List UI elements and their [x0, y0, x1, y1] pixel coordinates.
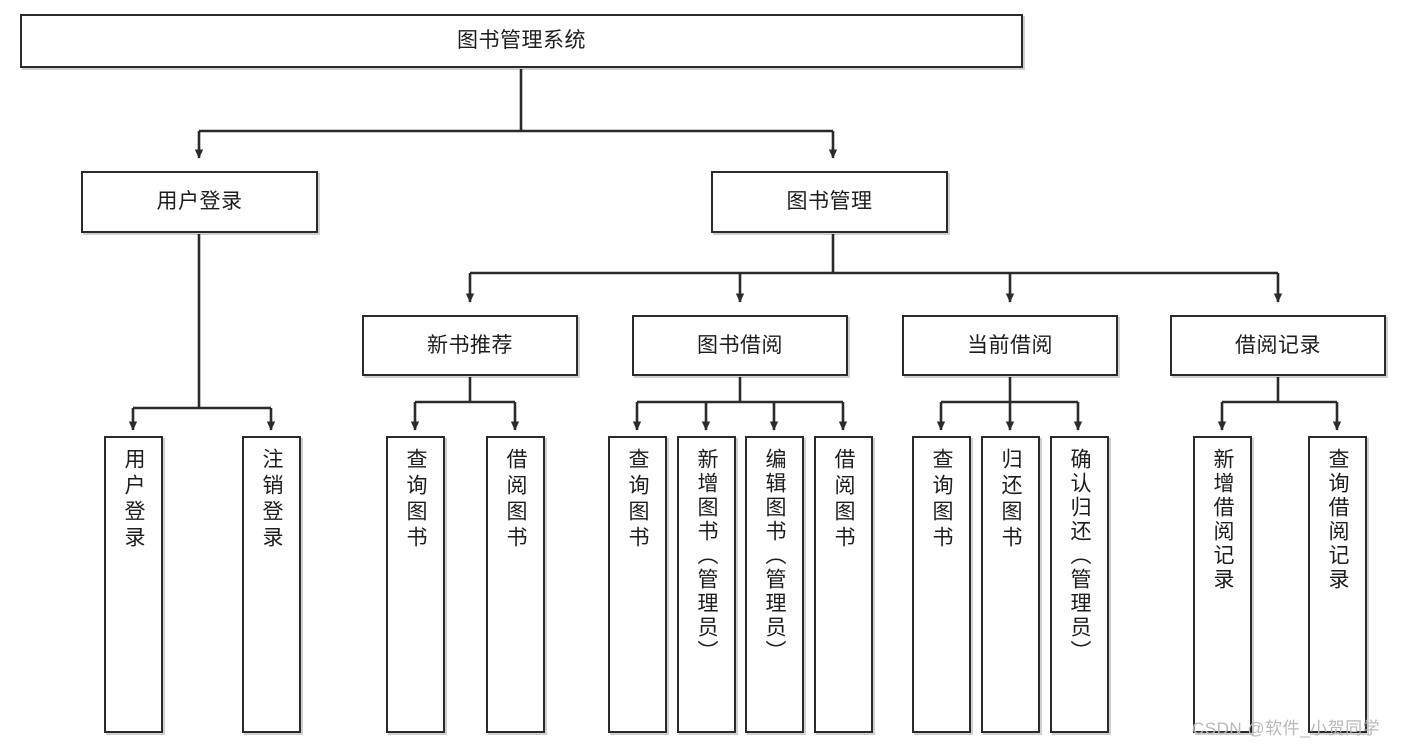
leaf-book-borrow-edit[interactable]: 编辑图书（管理员）	[745, 436, 804, 733]
leaf-user-login-logout[interactable]: 注销登录	[242, 436, 301, 733]
node-new-book-recommend[interactable]: 新书推荐	[362, 315, 578, 376]
node-book-borrow[interactable]: 图书借阅	[632, 315, 848, 376]
leaf-book-borrow-query[interactable]: 查询图书	[608, 436, 667, 733]
leaf-new-book-query-label: 查询图书	[404, 448, 427, 552]
leaf-borrow-record-add-label: 新增借阅记录	[1211, 448, 1234, 592]
node-root-label: 图书管理系统	[457, 29, 586, 53]
leaf-book-borrow-borrow[interactable]: 借阅图书	[814, 436, 873, 733]
node-user-login-label: 用户登录	[156, 190, 243, 214]
node-book-management[interactable]: 图书管理	[711, 171, 948, 233]
leaf-new-book-borrow[interactable]: 借阅图书	[486, 436, 545, 733]
leaf-book-borrow-borrow-label: 借阅图书	[832, 448, 855, 552]
node-current-borrow-label: 当前借阅	[967, 333, 1053, 357]
leaf-current-borrow-return[interactable]: 归还图书	[981, 436, 1040, 733]
node-root[interactable]: 图书管理系统	[20, 14, 1023, 68]
leaf-borrow-record-add[interactable]: 新增借阅记录	[1193, 436, 1252, 733]
node-book-borrow-label: 图书借阅	[697, 333, 783, 357]
leaf-current-borrow-query-label: 查询图书	[930, 448, 953, 552]
leaf-current-borrow-return-label: 归还图书	[999, 448, 1022, 552]
leaf-new-book-borrow-label: 借阅图书	[504, 448, 527, 552]
leaf-book-borrow-edit-label: 编辑图书（管理员）	[763, 448, 786, 664]
leaf-current-borrow-confirm[interactable]: 确认归还（管理员）	[1050, 436, 1109, 733]
leaf-user-login-login-label: 用户登录	[122, 448, 145, 552]
leaf-book-borrow-query-label: 查询图书	[626, 448, 649, 552]
leaf-book-borrow-add[interactable]: 新增图书（管理员）	[677, 436, 736, 733]
node-borrow-record-label: 借阅记录	[1235, 333, 1321, 357]
leaf-current-borrow-query[interactable]: 查询图书	[912, 436, 971, 733]
leaf-new-book-query[interactable]: 查询图书	[386, 436, 445, 733]
leaf-user-login-login[interactable]: 用户登录	[104, 436, 163, 733]
leaf-borrow-record-query-label: 查询借阅记录	[1326, 448, 1349, 592]
node-book-management-label: 图书管理	[786, 190, 873, 214]
leaf-borrow-record-query[interactable]: 查询借阅记录	[1308, 436, 1367, 733]
node-user-login[interactable]: 用户登录	[81, 171, 318, 233]
leaf-user-login-logout-label: 注销登录	[260, 448, 283, 552]
node-borrow-record[interactable]: 借阅记录	[1170, 315, 1386, 376]
node-new-book-recommend-label: 新书推荐	[427, 333, 513, 357]
leaf-book-borrow-add-label: 新增图书（管理员）	[695, 448, 718, 664]
leaf-current-borrow-confirm-label: 确认归还（管理员）	[1068, 448, 1091, 664]
node-current-borrow[interactable]: 当前借阅	[902, 315, 1118, 376]
